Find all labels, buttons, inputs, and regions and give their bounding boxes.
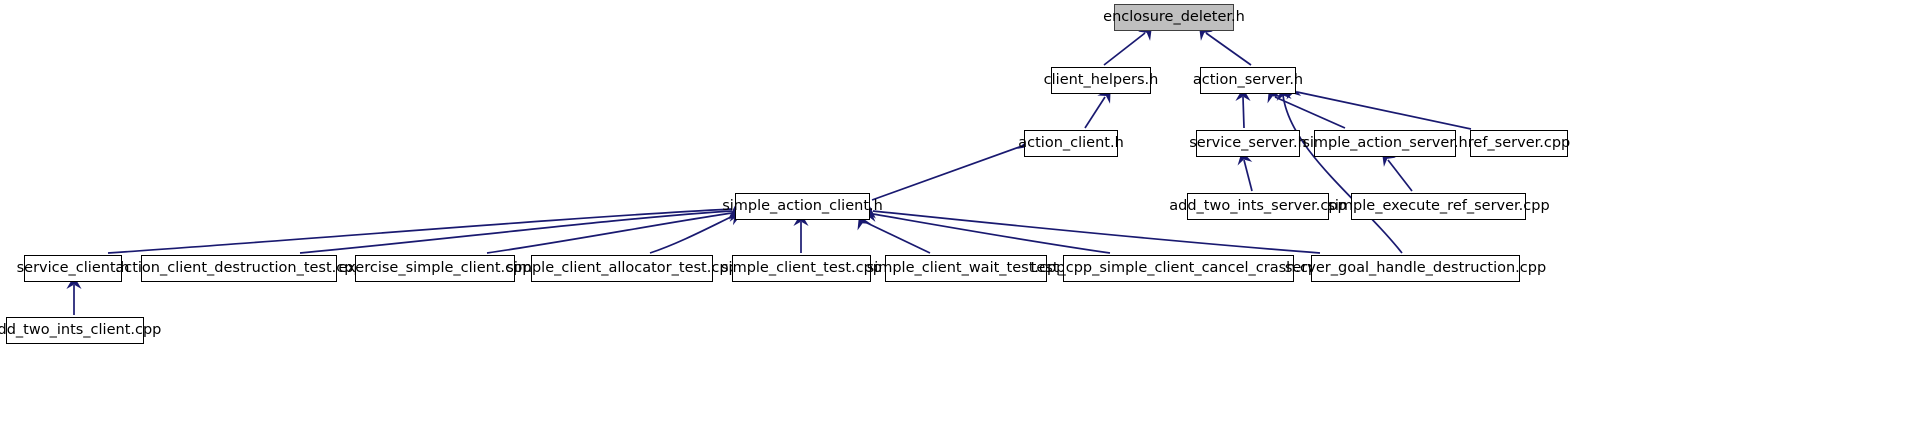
node-simple_action_server[interactable]: simple_action_server.h — [1302, 130, 1468, 157]
node-simple_execute_ref_server[interactable]: simple_execute_ref_server.cpp — [1327, 193, 1550, 220]
node-label: simple_execute_ref_server.cpp — [1327, 198, 1550, 215]
edge-service_server-to-action_server — [1242, 96, 1245, 129]
node-enclosure_deleter: enclosure_deleter.h — [1103, 4, 1245, 31]
node-label: service_server.h — [1189, 135, 1307, 152]
node-test_cpp_simple_client_cancel_crash[interactable]: test_cpp_simple_client_cancel_crash.cpp — [1031, 255, 1326, 282]
node-label: action_client.h — [1018, 135, 1124, 152]
node-label: add_two_ints_client.cpp — [0, 322, 162, 339]
node-label: simple_client_wait_test.cpp — [866, 260, 1066, 277]
node-client_helpers[interactable]: client_helpers.h — [1044, 67, 1158, 94]
edge-scwt-to-sac — [864, 221, 931, 254]
node-service_client[interactable]: service_client.h — [17, 255, 129, 282]
node-label: test_cpp_simple_client_cancel_crash.cpp — [1030, 260, 1327, 277]
edge-sgh-to-action_server-curve — [1282, 94, 1403, 254]
node-label: simple_client_allocator_test.cpp — [506, 260, 738, 277]
edge-service_client-to-sac — [107, 208, 733, 254]
edge-esc-to-sac — [486, 212, 733, 254]
edge-action_client-to-client_helpers — [1084, 96, 1106, 129]
node-ref_server[interactable]: ref_server.cpp — [1467, 130, 1571, 157]
edge-add_two_ints_server-to-service_server — [1243, 159, 1253, 192]
node-action_client[interactable]: action_client.h — [1018, 130, 1124, 157]
edge-simple_action_client-to-action_client — [871, 145, 1023, 201]
node-label: exercise_simple_client.cpp — [338, 260, 532, 277]
node-server_goal_handle_destruction[interactable]: server_goal_handle_destruction.cpp — [1285, 255, 1546, 282]
node-action_server[interactable]: action_server.h — [1193, 67, 1303, 94]
node-label: simple_action_client.h — [722, 198, 883, 215]
node-label: simple_action_server.h — [1302, 135, 1468, 152]
node-label: simple_client_test.cpp — [720, 260, 883, 277]
node-simple_client_allocator_test[interactable]: simple_client_allocator_test.cpp — [506, 255, 738, 282]
node-label: action_server.h — [1192, 72, 1304, 89]
node-label: server_goal_handle_destruction.cpp — [1284, 260, 1547, 277]
node-action_client_destruction_test[interactable]: action_client_destruction_test.cpp — [115, 255, 363, 282]
node-label: client_helpers.h — [1043, 72, 1159, 89]
node-label: add_two_ints_server.cpp — [1169, 198, 1347, 215]
node-label: ref_server.cpp — [1467, 135, 1571, 152]
node-label: enclosure_deleter.h — [1103, 9, 1245, 26]
node-service_server[interactable]: service_server.h — [1189, 130, 1307, 157]
node-label: service_client.h — [16, 260, 130, 277]
edge-simple_action_server-to-action_server — [1274, 96, 1346, 129]
edge-serv-exec-to-simple_action_server — [1387, 159, 1413, 192]
node-add_two_ints_server[interactable]: add_two_ints_server.cpp — [1169, 193, 1347, 220]
node-label: action_client_destruction_test.cpp — [115, 260, 363, 277]
node-add_two_ints_client[interactable]: add_two_ints_client.cpp — [0, 317, 161, 344]
node-exercise_simple_client[interactable]: exercise_simple_client.cpp — [338, 255, 532, 282]
edge-scat-to-sac — [649, 215, 734, 254]
edge-acdt-to-sac — [299, 210, 733, 254]
edge-ref_server-to-action_server — [1296, 91, 1472, 130]
edge-sghd-to-sac — [872, 210, 1321, 254]
edge-action_server-to-enclosure_deleter — [1205, 32, 1252, 66]
node-simple_client_test[interactable]: simple_client_test.cpp — [721, 255, 882, 282]
edge-client_helpers-to-enclosure_deleter — [1103, 32, 1146, 66]
node-simple_client_wait_test[interactable]: simple_client_wait_test.cpp — [867, 255, 1065, 282]
node-simple_action_client[interactable]: simple_action_client.h — [722, 193, 883, 220]
edge-tcscc-to-sac — [872, 213, 1111, 254]
